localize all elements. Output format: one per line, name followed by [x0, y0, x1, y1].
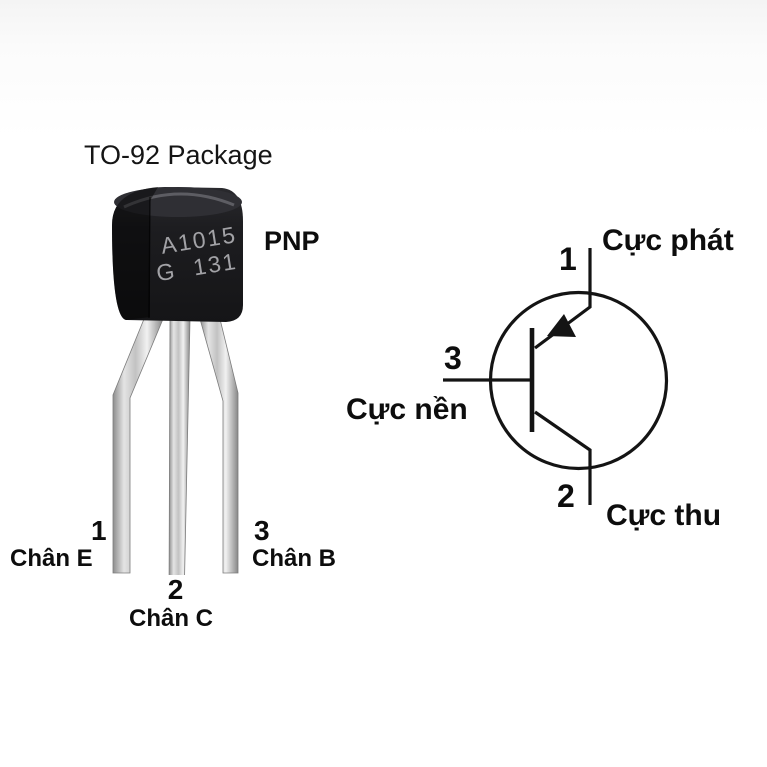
pin2-number: 2 [159, 575, 192, 604]
body-top-face [114, 187, 242, 217]
symbol-emitter-arrowhead [547, 314, 576, 337]
pin1-number: 1 [91, 515, 107, 546]
leg-base [199, 318, 239, 574]
body-edge-line [148, 196, 151, 319]
body-top-highlight [123, 192, 235, 209]
pin3-number: 3 [254, 515, 270, 546]
pin3-label: Chân B [252, 545, 336, 572]
to92-package-illustration: A1015 G 131 [112, 187, 243, 604]
terminal1-number: 1 [559, 241, 577, 277]
leg-emitter [112, 318, 164, 574]
terminal2-number: 2 [557, 478, 575, 514]
terminal3-label: Cực nền [346, 393, 468, 426]
page-title: TO-92 Package [84, 140, 273, 170]
symbol-collector-lead [534, 410, 592, 505]
transistor-body [112, 187, 243, 322]
terminal2-label: Cực thu [606, 499, 722, 532]
pin1-label: Chân E [10, 545, 93, 572]
terminal3-number: 3 [444, 340, 462, 376]
terminal1-label: Cực phát [602, 224, 734, 257]
pnp-schematic-symbol [443, 248, 669, 505]
body-side-face [112, 187, 158, 320]
pin2-label: Chân C [129, 605, 213, 632]
leg-collector [168, 318, 191, 604]
package-type-label: PNP [264, 226, 320, 256]
